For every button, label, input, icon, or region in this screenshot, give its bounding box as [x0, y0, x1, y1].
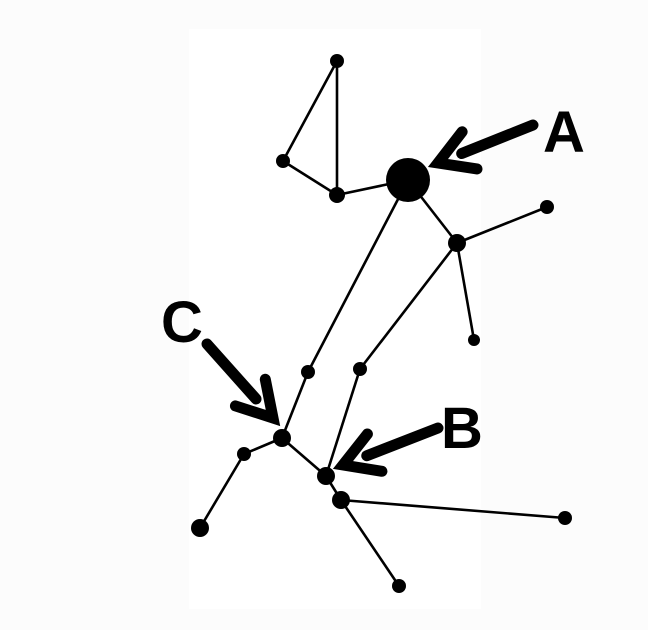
edge: [324, 368, 362, 477]
node-n16: [392, 579, 406, 593]
label-b: B: [441, 396, 483, 461]
arrow-b-icon: [332, 422, 444, 477]
node-B: [317, 467, 335, 485]
edge: [456, 205, 548, 245]
arrow-a-icon: [427, 119, 539, 175]
edge: [281, 60, 339, 162]
edges-layer: [198, 60, 566, 587]
edge: [455, 242, 476, 341]
node-n15: [558, 511, 572, 525]
arrows-layer: [201, 119, 539, 477]
node-n8: [301, 365, 315, 379]
edge: [339, 499, 401, 587]
edge: [306, 179, 410, 373]
node-n2: [276, 154, 290, 168]
edge: [340, 498, 566, 520]
node-A: [386, 158, 430, 202]
node-n9: [353, 362, 367, 376]
label-c: C: [161, 290, 203, 355]
node-n14: [191, 519, 209, 537]
node-n11: [237, 447, 251, 461]
arrow-c-icon: [201, 338, 281, 427]
node-C: [273, 429, 291, 447]
edge: [358, 242, 459, 370]
edge: [280, 371, 310, 439]
node-n6: [540, 200, 554, 214]
node-n1: [330, 54, 344, 68]
edge: [198, 453, 246, 529]
edge: [282, 159, 338, 197]
node-n5: [448, 234, 466, 252]
label-a: A: [543, 100, 585, 165]
nodes-layer: [191, 54, 572, 593]
edge: [281, 437, 327, 477]
node-n13: [332, 491, 350, 509]
node-n3: [329, 187, 345, 203]
node-n7: [468, 334, 480, 346]
